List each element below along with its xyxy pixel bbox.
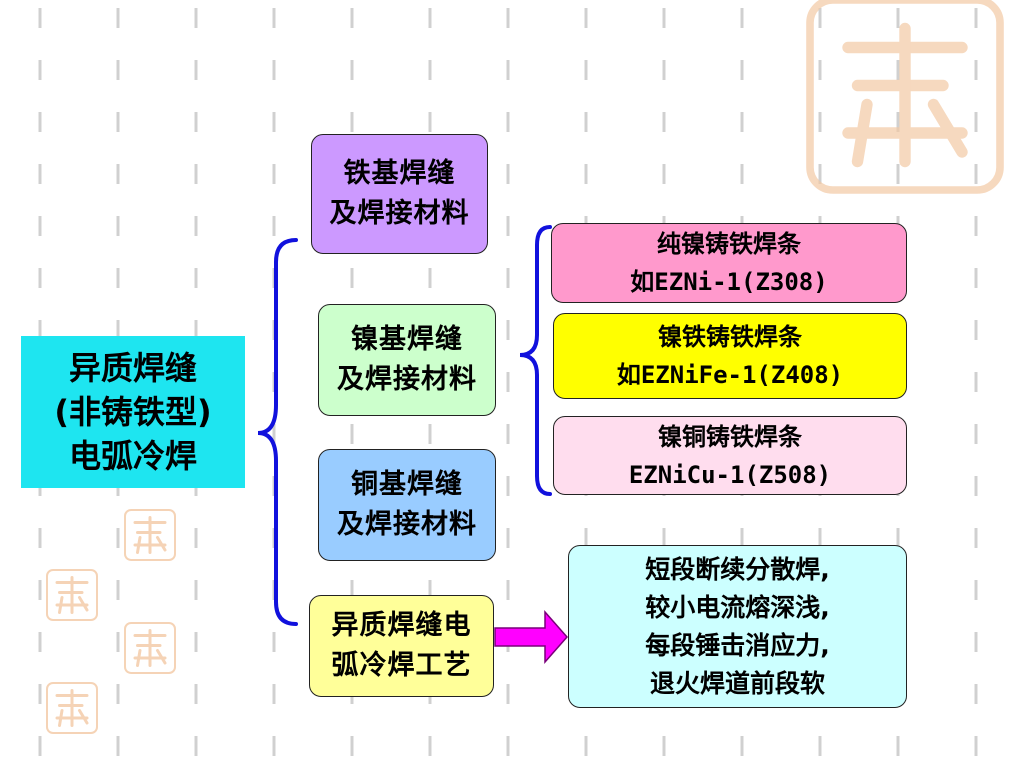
branch-iron-based: 铁基焊缝 及焊接材料 bbox=[311, 134, 488, 254]
branch-nickel-line-2: 及焊接材料 bbox=[337, 364, 477, 395]
pure-nickel-name: 纯镍铸铁焊条 bbox=[657, 230, 801, 258]
process-note-line-2: 较小电流熔深浅, bbox=[645, 592, 830, 622]
branch-process-line-2: 弧冷焊工艺 bbox=[331, 650, 472, 681]
nickel-iron-code: 如EZNiFe-1(Z408) bbox=[616, 361, 844, 389]
branch-iron-line-2: 及焊接材料 bbox=[329, 198, 470, 229]
nickel-copper-code: EZNiCu-1(Z508) bbox=[628, 460, 832, 489]
branch-welding-process: 异质焊缝电 弧冷焊工艺 bbox=[309, 595, 494, 697]
nickel-iron-name: 镍铁铸铁焊条 bbox=[658, 323, 802, 351]
main-topic-line-3: 电弧冷焊 bbox=[68, 437, 197, 475]
branch-copper-line-1: 铜基焊缝 bbox=[351, 469, 463, 500]
branch-copper-line-2: 及焊接材料 bbox=[337, 509, 477, 540]
branch-iron-line-1: 铁基焊缝 bbox=[343, 158, 456, 189]
seal-watermark bbox=[124, 509, 176, 561]
branch-nickel-line-1: 镍基焊缝 bbox=[351, 324, 463, 355]
pure-nickel-code: 如EZNi-1(Z308) bbox=[630, 268, 828, 296]
branch-process-line-1: 异质焊缝电 bbox=[331, 610, 472, 641]
branch-nickel-based: 镍基焊缝 及焊接材料 bbox=[318, 304, 496, 416]
process-note-line-4: 退火焊道前段软 bbox=[649, 668, 825, 698]
process-note-line-3: 每段锤击消应力, bbox=[645, 630, 830, 660]
nickel-item-pure-nickel: 纯镍铸铁焊条 如EZNi-1(Z308) bbox=[551, 223, 907, 303]
seal-watermark bbox=[46, 569, 98, 621]
main-topic-box: 异质焊缝 (非铸铁型) 电弧冷焊 bbox=[21, 336, 245, 488]
nickel-item-nickel-copper: 镍铜铸铁焊条 EZNiCu-1(Z508) bbox=[553, 416, 907, 495]
branch-copper-based: 铜基焊缝 及焊接材料 bbox=[318, 449, 496, 561]
main-topic-line-2: (非铸铁型) bbox=[54, 393, 212, 431]
seal-watermark bbox=[806, 0, 1004, 194]
seal-watermark bbox=[46, 682, 98, 734]
main-topic-line-1: 异质焊缝 bbox=[68, 349, 197, 387]
nickel-item-nickel-iron: 镍铁铸铁焊条 如EZNiFe-1(Z408) bbox=[553, 313, 907, 399]
nickel-copper-name: 镍铜铸铁焊条 bbox=[658, 422, 802, 451]
seal-watermark bbox=[124, 622, 176, 674]
process-notes-box: 短段断续分散焊, 较小电流熔深浅, 每段锤击消应力, 退火焊道前段软 bbox=[568, 545, 907, 708]
process-note-line-1: 短段断续分散焊, bbox=[645, 554, 830, 584]
